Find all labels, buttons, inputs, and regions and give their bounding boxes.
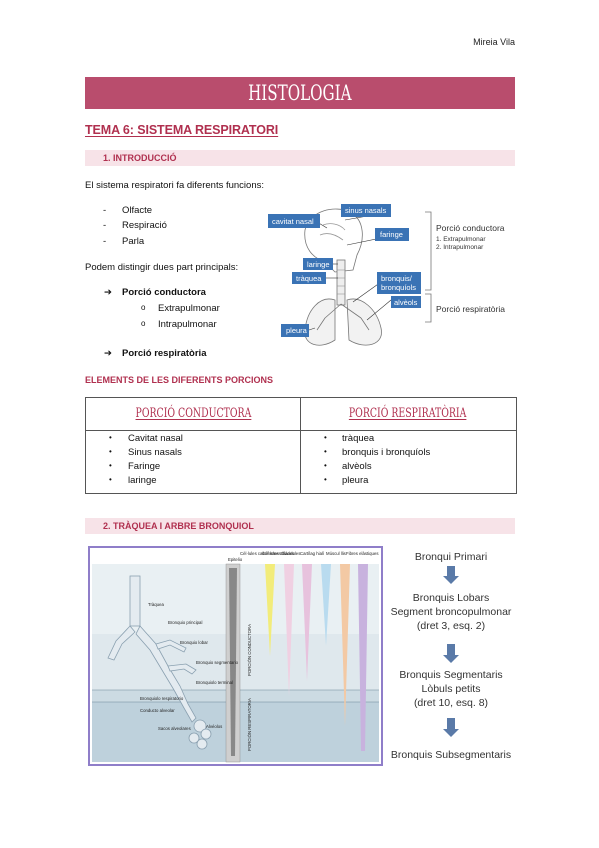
table-divider (300, 398, 301, 493)
bullet: • (109, 461, 112, 470)
list-item: bronquis i bronquíols (342, 447, 431, 458)
table-header-conductora: PORCIÓ CONDUCTORA (86, 398, 300, 430)
chain-step-3c: (dret 10, esq. 8) (414, 697, 488, 709)
bronchial-tree-diagram: Cèl·lules caliciformes Cèl·lules ciliade… (88, 546, 383, 766)
label-bronquio-segmentario: Bronquio segmentario (196, 660, 239, 665)
vertical-label-conductora: PORCIÓN CONDUCTORA (247, 624, 252, 676)
label-alveolos: Alvéolos (206, 724, 222, 729)
dash-2: - (103, 220, 107, 231)
label-sacos-alveolares: Sacos alveolares (158, 726, 191, 731)
label-laringe: laringe (307, 260, 330, 269)
respiratory-system-diagram: cavitat nasal sinus nasals faringe larin… (268, 204, 505, 346)
table-header-row (86, 398, 516, 431)
table-header-respiratoria: PORCIÓ RESPIRATÒRIA (301, 398, 515, 430)
label-pleura: pleura (286, 326, 308, 335)
bullet: • (324, 447, 327, 456)
header-respiratoria-text: PORCIÓ RESPIRATÒRIA (349, 406, 467, 421)
chain-step-3a: Bronquis Segmentaris (399, 669, 502, 681)
section-title-2: 2. TRÀQUEA I ARBRE BRONQUIOL (103, 521, 254, 531)
list-item: tràquea (342, 433, 375, 444)
label-traquea-tree: Tràquea (148, 602, 164, 607)
tema-heading: TEMA 6: SISTEMA RESPIRATORI (85, 123, 279, 137)
chain-step-4: Bronquis Subsegmentaris (391, 749, 511, 761)
label-bronquiolo-terminal: Bronquiolo terminal (196, 680, 233, 685)
list-item: alvèols (342, 461, 372, 472)
list-item: laringe (128, 475, 157, 486)
title-banner: HISTOLOGIA (85, 77, 515, 109)
label-fibres: Fibres elàstiques (346, 551, 378, 556)
section-bar-2 (85, 518, 515, 534)
bullet: • (109, 447, 112, 456)
label-ciliades: Cèl·lules ciliades (262, 551, 294, 556)
function-item-1: Olfacte (122, 205, 153, 216)
parts-intro: Podem distingir dues part principals: (85, 262, 239, 273)
chain-step-2b: Segment broncopulmonar (391, 606, 512, 618)
chain-step-3b: Lòbuls petits (422, 683, 481, 695)
label-conducto-alveolar: Conducto alveolar (140, 708, 175, 713)
porcio-conductora: Porció conductora (122, 287, 206, 298)
label-epitelio: Epitelio (228, 557, 243, 562)
sub-marker-2: o (141, 319, 146, 328)
chain-step-2a: Bronquis Lobars (413, 592, 489, 604)
arrow-down-icon (443, 718, 459, 737)
list-item: Faringe (128, 461, 161, 472)
side-label-conductora: Porció conductora (436, 223, 505, 233)
label-faringe: faringe (380, 230, 403, 239)
label-traquea: tràquea (296, 274, 322, 283)
section-title-1: 1. INTRODUCCIÓ (103, 153, 177, 163)
list-item: Cavitat nasal (128, 433, 183, 444)
label-muscul: Múscul llis (326, 551, 346, 556)
intro-text: El sistema respiratori fa diferents func… (85, 180, 264, 191)
sub-item-extra: Extrapulmonar (158, 303, 220, 314)
list-item: Sinus nasals (128, 447, 182, 458)
dash-3: - (103, 236, 107, 247)
side-label-intra: 2. Intrapulmonar (436, 244, 484, 251)
bullet: • (324, 475, 327, 484)
bullet: • (109, 475, 112, 484)
function-item-2: Respiració (122, 220, 167, 231)
elements-title: ELEMENTS DE LES DIFERENTS PORCIONS (85, 375, 274, 385)
sub-marker-1: o (141, 303, 146, 312)
label-bronquis: bronquis/ (381, 274, 413, 283)
section-bar-1 (85, 150, 515, 166)
elements-table: PORCIÓ CONDUCTORA PORCIÓ RESPIRATÒRIA • … (85, 397, 517, 494)
label-glandules: Glàndules (281, 551, 300, 556)
arrow-down-icon (443, 644, 459, 663)
label-sinus-nasals: sinus nasals (345, 206, 387, 215)
side-label-extra: 1. Extrapulmonar (436, 236, 486, 243)
vertical-label-respiratoria: PORCIÓN RESPIRATORIA (247, 698, 252, 751)
banner-title: HISTOLOGIA (248, 81, 352, 105)
chain-step-2c: (dret 3, esq. 2) (417, 620, 485, 632)
author-name: Mireia Vila (473, 37, 515, 47)
dash-1: - (103, 205, 107, 216)
sub-item-intra: Intrapulmonar (158, 319, 217, 330)
bullet: • (109, 433, 112, 442)
bronchial-chain-diagram: Bronqui Primari Bronquis Lobars Segment … (391, 551, 512, 761)
label-bronquiols: bronquíols (381, 283, 416, 292)
porcio-respiratoria: Porció respiratòria (122, 348, 207, 359)
bullet: • (324, 433, 327, 442)
header-conductora-text: PORCIÓ CONDUCTORA (135, 406, 251, 421)
bullet: • (324, 461, 327, 470)
chain-step-1: Bronqui Primari (415, 551, 487, 563)
arrow-1: ➔ (104, 287, 112, 298)
list-item: pleura (342, 475, 369, 486)
arrow-down-icon (443, 566, 459, 584)
label-bronquio-principal: Bronquio principal (168, 620, 202, 625)
label-caliciformes: Cèl·lules caliciformes (240, 551, 281, 556)
label-bronquio-lobar: Bronquio lobar (180, 640, 209, 645)
label-bronquiolo-respiratorio: Bronquiolo respiratorio (140, 696, 184, 701)
label-cavitat-nasal: cavitat nasal (272, 217, 314, 226)
label-alveols: alvèols (394, 298, 418, 307)
side-label-respiratoria: Porció respiratòria (436, 304, 505, 314)
label-cartilag: Cartílag hialí (300, 551, 325, 556)
arrow-2: ➔ (104, 348, 112, 359)
function-item-3: Parla (122, 236, 145, 247)
